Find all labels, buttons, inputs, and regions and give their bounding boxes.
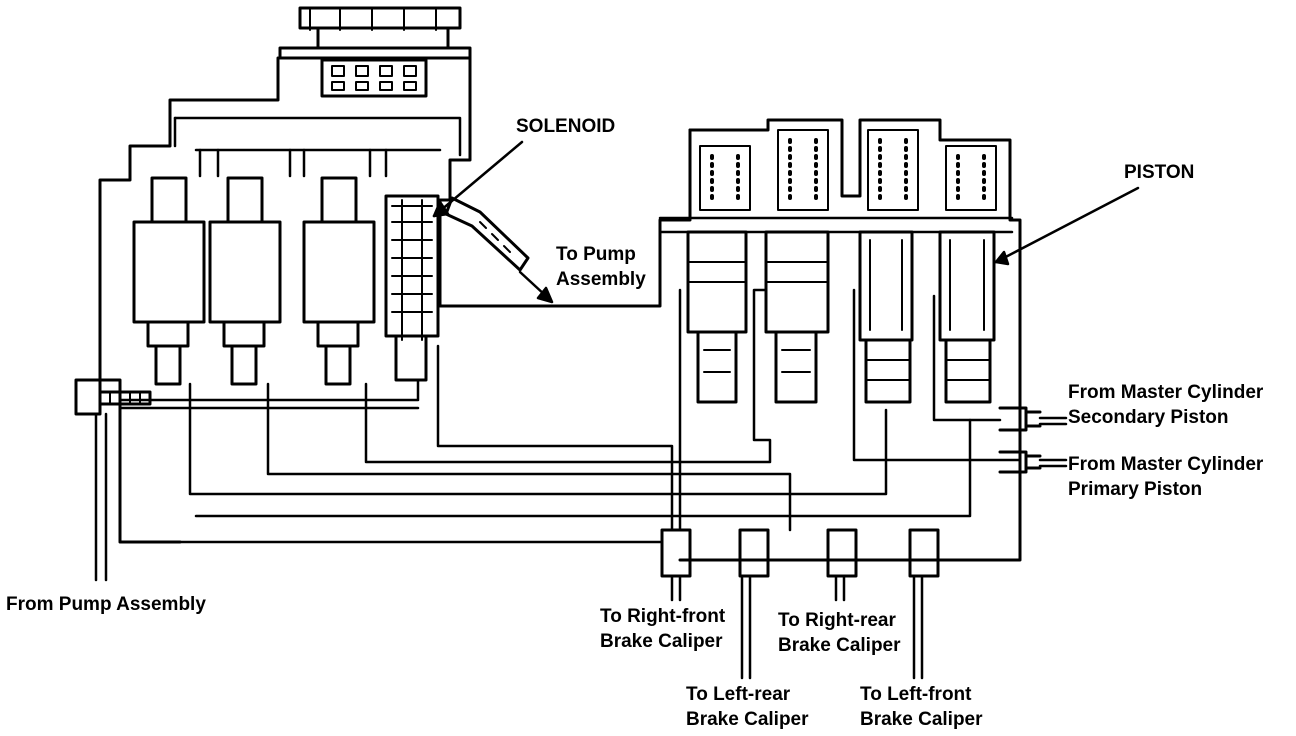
to-right-front-label: To Right-front Brake Caliper: [600, 604, 725, 654]
caliper-fittings: [660, 528, 940, 578]
to-left-rear-line-2: Brake Caliper: [686, 709, 809, 730]
left-rear-line: [740, 574, 752, 680]
from-pump-assembly-text: From Pump Assembly: [6, 594, 206, 615]
to-left-front-line-2: Brake Caliper: [860, 709, 983, 730]
right-front-line: [670, 574, 682, 602]
expansion-piston-2: [764, 230, 830, 404]
solenoid-leader: [432, 140, 524, 218]
solenoid-valve-1: [132, 176, 206, 386]
pump-outlet-fitting: [444, 196, 530, 272]
solenoid-label: SOLENOID: [516, 114, 615, 139]
expansion-piston-4: [938, 230, 996, 404]
to-pump-line-1: To Pump: [556, 244, 636, 265]
fluid-lines: [118, 288, 1022, 544]
expansion-piston-3: [858, 230, 914, 404]
from-master-secondary-line-2: Secondary Piston: [1068, 407, 1229, 428]
to-pump-arrowhead: [536, 286, 554, 304]
solenoid-valve-3: [302, 176, 376, 386]
from-pump-line: [94, 412, 108, 582]
to-left-front-line-1: To Left-front: [860, 684, 972, 705]
solenoid-valve-2: [208, 176, 282, 386]
to-right-front-line-1: To Right-front: [600, 606, 726, 627]
solenoid-arrowhead: [432, 200, 450, 218]
piston-arrowhead: [994, 250, 1010, 266]
from-master-primary-line-1: From Master Cylinder: [1068, 454, 1264, 475]
from-master-primary-line-2: Primary Piston: [1068, 479, 1203, 500]
to-pump-line-2: Assembly: [556, 269, 646, 290]
solenoid-valve-4-cutaway: [384, 194, 440, 382]
from-pump-assembly-label: From Pump Assembly: [6, 592, 206, 617]
right-rear-line: [834, 574, 846, 602]
piston-label: PISTON: [1124, 160, 1194, 185]
leader-lines: [94, 140, 1140, 680]
to-left-front-label: To Left-front Brake Caliper: [860, 682, 983, 732]
from-master-secondary-label: From Master Cylinder Secondary Piston: [1068, 380, 1263, 430]
to-pump-assembly-label: To Pump Assembly: [556, 242, 646, 292]
to-right-front-line-2: Brake Caliper: [600, 631, 723, 652]
to-right-rear-label: To Right-rear Brake Caliper: [778, 608, 901, 658]
to-right-rear-line-1: To Right-rear: [778, 610, 896, 631]
piston-leader: [994, 186, 1140, 264]
solenoid-label-text: SOLENOID: [516, 116, 616, 137]
from-master-primary-label: From Master Cylinder Primary Piston: [1068, 452, 1263, 502]
pump-inlet-bolt: [74, 378, 152, 416]
secondary-line: [1038, 416, 1068, 426]
left-front-line: [912, 574, 924, 680]
solenoid-block-body: [98, 56, 692, 544]
from-master-secondary-line-1: From Master Cylinder: [1068, 382, 1264, 403]
to-right-rear-line-2: Brake Caliper: [778, 635, 901, 656]
to-left-rear-label: To Left-rear Brake Caliper: [686, 682, 809, 732]
expansion-piston-1: [686, 230, 748, 404]
master-cylinder-fittings: [998, 406, 1042, 474]
piston-label-text: PISTON: [1124, 162, 1195, 183]
reservoir-cap: [278, 6, 472, 98]
to-left-rear-line-1: To Left-rear: [686, 684, 791, 705]
primary-line: [1038, 458, 1068, 468]
